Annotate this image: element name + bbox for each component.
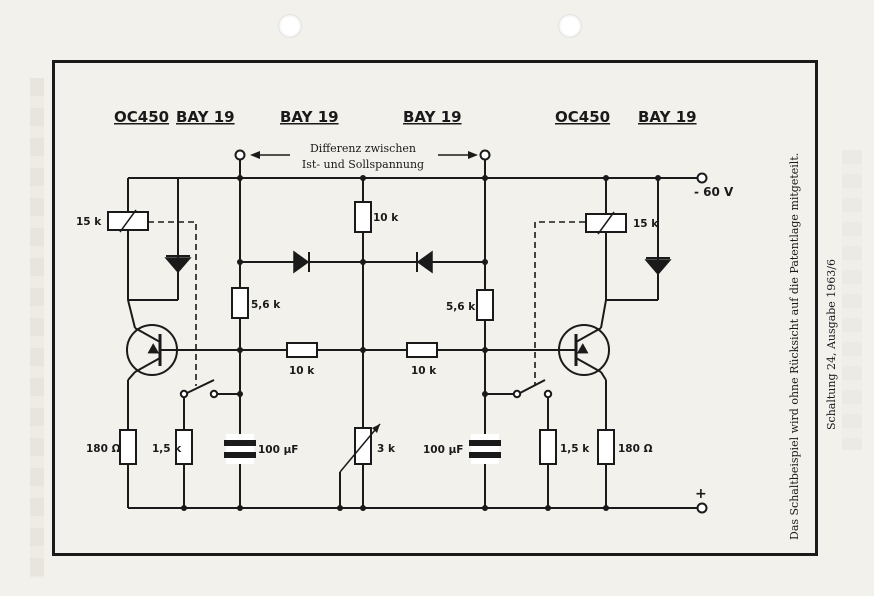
emitter-right-value: 180 Ω bbox=[618, 443, 653, 455]
diagram-frame bbox=[52, 60, 818, 556]
series-right-value: 10 k bbox=[411, 365, 437, 377]
resistor-56k-left bbox=[231, 287, 249, 319]
resistor-emitter-left bbox=[119, 429, 137, 465]
top-resistor-value: 10 k bbox=[373, 212, 399, 224]
resistor-top-10k bbox=[354, 201, 372, 233]
resistor-base-left bbox=[175, 429, 193, 465]
relay-switch-left bbox=[179, 379, 240, 399]
difference-label-line2: Ist- und Sollspannung bbox=[302, 158, 424, 171]
diode-right bbox=[644, 257, 672, 276]
cap-right-value: 100 µF bbox=[423, 444, 463, 456]
punch-hole-right bbox=[558, 14, 582, 38]
series-left-value: 10 k bbox=[289, 365, 315, 377]
relay-right-value: 15 k bbox=[633, 218, 659, 230]
cap-left-value: 100 µF bbox=[258, 444, 298, 456]
relay-left-value: 15 k bbox=[76, 216, 102, 228]
capacitor-right bbox=[469, 434, 501, 464]
relay-coil-left bbox=[107, 209, 149, 233]
pot-value: 3 k bbox=[377, 443, 396, 455]
relay-link-left bbox=[148, 221, 197, 386]
res56-left-value: 5,6 k bbox=[251, 299, 281, 311]
arrow-left-icon bbox=[250, 151, 290, 159]
negative-rail bbox=[128, 172, 708, 184]
punch-hole-left bbox=[278, 14, 302, 38]
positive-rail bbox=[128, 502, 708, 514]
part-label-bay19-left: BAY 19 bbox=[176, 108, 235, 126]
resistor-series-right bbox=[406, 342, 438, 358]
capacitor-left bbox=[224, 434, 256, 464]
part-label-bay19-mid-right: BAY 19 bbox=[403, 108, 462, 126]
bleed-through-right bbox=[842, 150, 862, 450]
diode-mid-right bbox=[416, 250, 433, 274]
side-note-source: Schaltung 24, Ausgabe 1963/6 bbox=[825, 259, 838, 430]
relay-coil-right bbox=[585, 211, 627, 235]
base-left-value: 1,5 k bbox=[152, 443, 182, 455]
relay-link-right bbox=[534, 221, 585, 386]
terminal-diff-left bbox=[234, 149, 246, 161]
res56-right-value: 5,6 k bbox=[446, 301, 476, 313]
diode-mid-left bbox=[293, 250, 310, 274]
part-label-oc450-right: OC450 bbox=[555, 108, 610, 126]
resistor-emitter-right bbox=[597, 429, 615, 465]
emitter-left-value: 180 Ω bbox=[86, 443, 121, 455]
terminal-negative bbox=[696, 172, 708, 184]
transistor-right bbox=[558, 324, 610, 376]
transistor-left bbox=[126, 324, 178, 376]
relay-switch-right bbox=[485, 379, 553, 399]
diode-left bbox=[164, 255, 192, 274]
resistor-series-left bbox=[286, 342, 318, 358]
supply-negative-label: - 60 V bbox=[694, 185, 734, 199]
supply-positive-label: + bbox=[695, 486, 707, 502]
potentiometer bbox=[339, 423, 381, 508]
part-label-bay19-mid-left: BAY 19 bbox=[280, 108, 339, 126]
part-label-bay19-right: BAY 19 bbox=[638, 108, 697, 126]
difference-label-line1: Differenz zwischen bbox=[310, 142, 416, 155]
arrow-right-icon bbox=[438, 151, 478, 159]
bleed-through-left bbox=[30, 78, 44, 578]
part-label-oc450-left: OC450 bbox=[114, 108, 169, 126]
base-right-value: 1,5 k bbox=[560, 443, 590, 455]
side-note-patent: Das Schaltbeispiel wird ohne Rücksicht a… bbox=[788, 153, 801, 540]
terminal-positive bbox=[696, 502, 708, 514]
resistor-56k-right bbox=[476, 289, 494, 321]
resistor-base-right bbox=[539, 429, 557, 465]
terminal-diff-right bbox=[479, 149, 491, 161]
